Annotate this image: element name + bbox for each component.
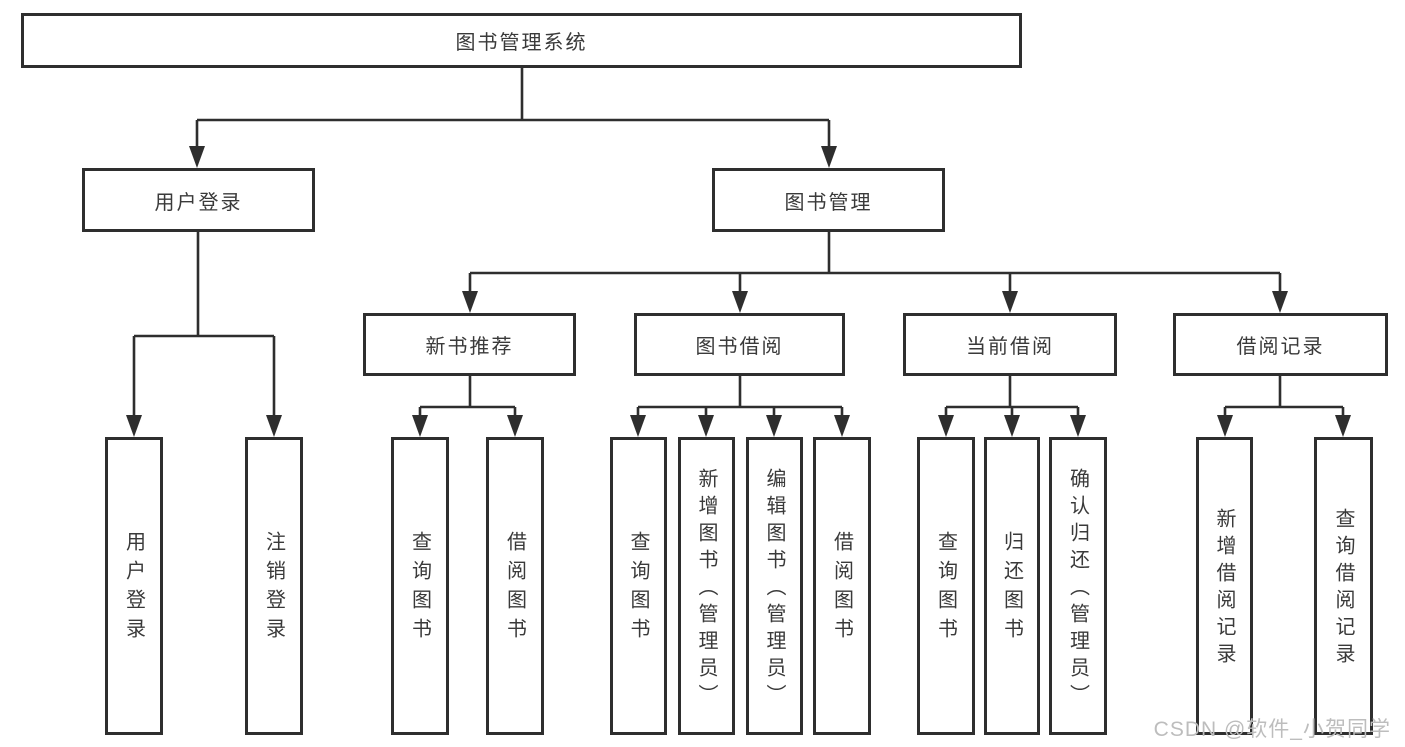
leaf-return-book: 归还图书 [984, 437, 1040, 735]
leaf-add-borrow-record: 新增借阅记录 [1196, 437, 1253, 735]
leaf-borrow-book-1: 借阅图书 [486, 437, 544, 735]
node-root: 图书管理系统 [21, 13, 1022, 68]
leaf-borrow-book-2: 借阅图书 [813, 437, 871, 735]
leaf-query-book-2: 查询图书 [610, 437, 667, 735]
leaf-confirm-return-admin: 确认归还（管理员） [1049, 437, 1107, 735]
leaf-query-borrow-record: 查询借阅记录 [1314, 437, 1373, 735]
leaf-logout: 注销登录 [245, 437, 303, 735]
leaf-add-book-admin: 新增图书（管理员） [678, 437, 735, 735]
node-user-login: 用户登录 [82, 168, 315, 232]
node-book-borrow: 图书借阅 [634, 313, 845, 376]
leaf-edit-book-admin: 编辑图书（管理员） [746, 437, 803, 735]
node-book-management: 图书管理 [712, 168, 945, 232]
leaf-user-login: 用户登录 [105, 437, 163, 735]
leaf-query-book-3: 查询图书 [917, 437, 975, 735]
node-new-book-recommend: 新书推荐 [363, 313, 576, 376]
csdn-watermark: CSDN @软件_小贺同学 [1153, 718, 1391, 741]
node-current-borrow: 当前借阅 [903, 313, 1117, 376]
node-borrow-records: 借阅记录 [1173, 313, 1388, 376]
leaf-query-book-1: 查询图书 [391, 437, 449, 735]
